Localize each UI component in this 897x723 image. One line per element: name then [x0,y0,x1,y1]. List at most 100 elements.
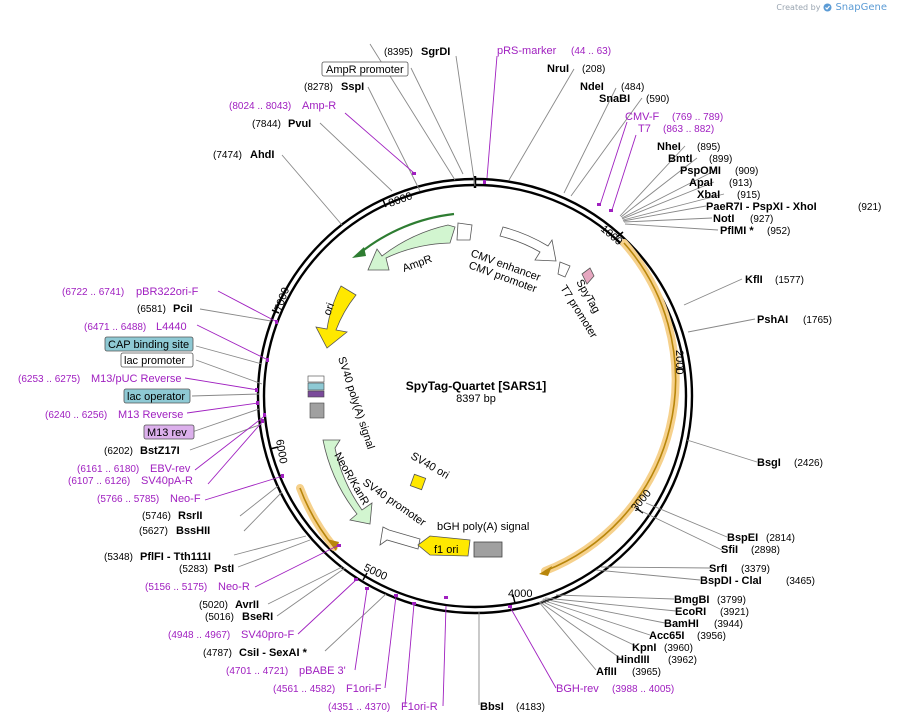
enzyme-pos-bsshii: (5627) [139,526,168,537]
primer-pos-amp-r: (8024 .. 8043) [229,101,291,112]
primer-pos-l4440: (6471 .. 6488) [84,322,146,333]
enzyme-pspomi: PspOMI [680,165,721,177]
enzyme-pos-rsrii: (5746) [142,511,171,522]
box-lac-promoter: lac promoter [124,355,185,367]
cmv-promoter-arrow [557,261,571,278]
orf-arc-neo [296,484,338,551]
primer-pos-cmv-f: (769 .. 789) [672,112,723,123]
box-ampr-promoter: AmpR promoter [326,64,404,76]
bgh-polya-box [473,541,503,558]
primer-neo-f: Neo-F [170,493,201,505]
box-cap-binding-site: CAP binding site [108,339,189,351]
f1-ori-arrow [417,535,471,557]
primer-neo-r: Neo-R [218,581,250,593]
enzyme-pos-kpni: (3960) [664,643,693,654]
primer-bgh-rev: BGH-rev [556,683,599,695]
enzyme-paer7i-pspxi-xhoi: PaeR7I - PspXI - XhoI [706,201,817,213]
enzyme-pos-ecori: (3921) [720,607,749,618]
primer-m13-puc: M13/pUC Reverse [91,373,181,385]
primer-pos-neo-f: (5766 .. 5785) [97,494,159,505]
primer-pos-pbabe: (4701 .. 4721) [226,666,288,677]
primer-pos-ebv-rev: (6161 .. 6180) [77,464,139,475]
enzyme-acc65i: Acc65I [649,630,684,642]
enzyme-ndei: NdeI [580,81,604,93]
cmv-enhancer-arrow [499,226,557,262]
enzyme-pos-bseri: (5016) [205,612,234,623]
primer-pos-f1ori-f: (4561 .. 4582) [273,684,335,695]
enzyme-pos-ahdi: (7474) [213,150,242,161]
spytag-box [581,267,595,285]
enzyme-pos-snabi: (590) [646,94,669,105]
primer-pos-neo-r: (5156 .. 5175) [145,582,207,593]
primer-pos-pbr322ori-f: (6722 .. 6741) [62,287,124,298]
sv40-ori-box [409,473,427,491]
enzyme-pos-nhei: (895) [697,142,720,153]
enzyme-noti: NotI [713,213,734,225]
enzyme-hindiii: HindIII [616,654,650,666]
primer-amp-r: Amp-R [302,100,336,112]
primer-ebv-rev: EBV-rev [150,463,191,475]
enzyme-pos-sspi: (8278) [304,82,333,93]
enzyme-kpni: KpnI [632,642,656,654]
enzyme-pshai: PshAI [757,314,788,326]
primer-pos-f1ori-r: (4351 .. 4370) [328,702,390,713]
enzyme-kfli: KflI [745,274,763,286]
enzyme-pos-sfii: (2898) [751,545,780,556]
primer-pos-sv40pa-r: (6107 .. 6126) [68,476,130,487]
lac-operator-box [307,382,325,391]
enzyme-nhei: NheI [657,141,681,153]
enzyme-pos-pshai: (1765) [803,315,832,326]
enzyme-pvui: PvuI [288,118,311,130]
primer-pos-t7: (863 .. 882) [663,124,714,135]
enzyme-pos-bsgi: (2426) [794,458,823,469]
enzyme-labels: (8395) SgrDI NruI (208) (8278) SspI NdeI… [104,46,881,713]
primer-pos-sv40pro-f: (4948 .. 4967) [168,630,230,641]
enzyme-pos-bbsi: (4183) [516,702,545,713]
enzyme-pos-kfli: (1577) [775,275,804,286]
tick-4000: 4000 [508,588,532,600]
enzyme-pos-bamhi: (3944) [714,619,743,630]
primer-m13-reverse: M13 Reverse [118,409,183,421]
enzyme-bbsi: BbsI [480,701,504,713]
enzyme-sgrdi: SgrDI [421,46,450,58]
enzyme-pos-bmgbi: (3799) [717,595,746,606]
enzyme-bsgi: BsgI [757,457,781,469]
enzyme-pos-avrii: (5020) [199,600,228,611]
ori-arrow [315,285,357,349]
enzyme-pos-sgrdi: (8395) [384,47,413,58]
snapgene-logo-icon [823,3,832,12]
ampr-arrow [367,224,456,271]
enzyme-snabi: SnaBI [599,93,630,105]
enzyme-ahdi: AhdI [250,149,274,161]
enzyme-sfii: SfiI [721,544,738,556]
enzyme-pos-bspdi: (3465) [786,576,815,587]
credit-brand: SnapGene [835,2,887,13]
enzyme-pos-nrui: (208) [582,64,605,75]
primer-cmv-f: CMV-F [625,111,660,123]
label-f1-ori: f1 ori [434,544,458,556]
primer-sv40pa-r: SV40pA-R [141,475,193,487]
tick-3000: 3000 [629,487,654,513]
label-sv40-polya: SV40 poly(A) signal [335,355,376,451]
enzyme-pos-paer7i: (921) [858,202,881,213]
enzyme-pos-acc65i: (3956) [697,631,726,642]
tick-5000: 5000 [362,562,389,583]
enzyme-apai: ApaI [689,177,713,189]
enzyme-pos-bstz17i: (6202) [104,446,133,457]
enzyme-pos-csii: (4787) [203,648,232,659]
primer-pos-bgh-rev: (3988 .. 4005) [612,684,674,695]
enzyme-pos-pvui: (7844) [252,119,281,130]
enzyme-avrii: AvrII [235,599,259,611]
credit-prefix: Created by [776,3,821,12]
boxed-features: AmpR promoter CAP binding site lac promo… [104,61,409,440]
primer-prs-marker: pRS-marker [497,45,557,57]
features [307,222,595,558]
box-lac-operator: lac operator [127,391,185,403]
enzyme-xbai: XbaI [697,189,720,201]
label-ori: ori [322,301,337,317]
primer-pos-prs-marker: (44 .. 63) [571,46,611,57]
enzyme-nrui: NruI [547,63,569,75]
enzyme-srfi: SrfI [709,563,727,575]
tick-6000: 6000 [273,438,289,464]
